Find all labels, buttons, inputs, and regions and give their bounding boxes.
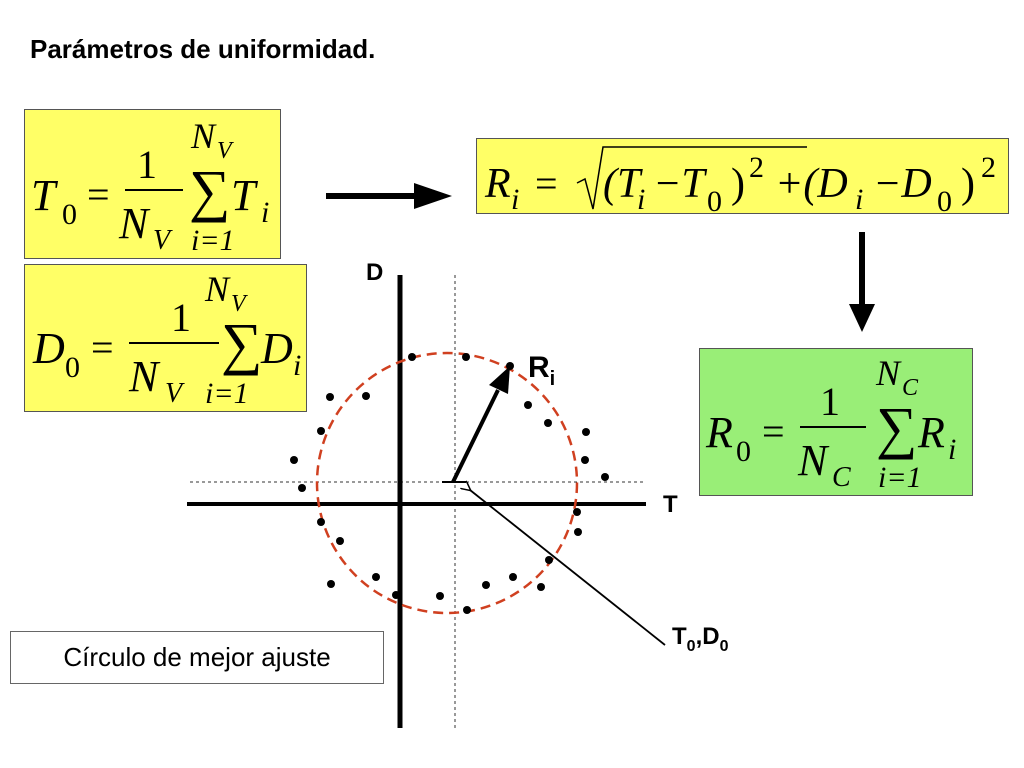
- center-label: T0,D0: [672, 623, 729, 655]
- data-point: [290, 456, 298, 464]
- r0-term-sub: i: [948, 433, 956, 466]
- data-point: [573, 508, 581, 516]
- ri-close2: ): [961, 161, 975, 207]
- d0-sum-bot: i=1: [205, 377, 249, 410]
- data-point: [509, 573, 517, 581]
- ri-lhs-sub: i: [511, 183, 519, 214]
- ri-minus1: −T: [653, 161, 707, 207]
- d0-lhs: D: [32, 324, 65, 373]
- t0-sum-top: N: [190, 116, 217, 156]
- data-point: [336, 537, 344, 545]
- ri-pow1: 2: [749, 151, 764, 184]
- t0-eq: =: [87, 172, 110, 217]
- t0-den-sub: V: [153, 225, 173, 256]
- data-point: [436, 592, 444, 600]
- r0-den: N: [797, 436, 830, 485]
- arrow-right-icon: [326, 183, 452, 209]
- data-point: [463, 606, 471, 614]
- formula-r0: R 0 = 1 N C N C ∑ i=1 R i: [705, 353, 956, 494]
- data-point: [298, 484, 306, 492]
- r0-sum-sign: ∑: [876, 395, 917, 460]
- d0-lhs-sub: 0: [65, 351, 80, 384]
- caption-box: Círculo de mejor ajuste: [10, 631, 384, 684]
- d0-sum-top-sub: V: [231, 291, 248, 317]
- data-point: [362, 392, 370, 400]
- data-point: [372, 573, 380, 581]
- ri-lhs: R: [484, 161, 511, 207]
- data-point: [574, 528, 582, 536]
- data-point: [537, 583, 545, 591]
- ri-close1: ): [731, 161, 745, 207]
- data-point: [482, 581, 490, 589]
- radius-arrow-icon: [451, 366, 510, 483]
- r0-den-sub: C: [832, 462, 851, 493]
- d0-term: D: [260, 324, 293, 373]
- t0-lhs-sub: 0: [62, 198, 77, 231]
- data-point: [317, 518, 325, 526]
- d0-den-sub: V: [165, 378, 185, 409]
- t0-num: 1: [137, 142, 157, 187]
- r0-lhs-sub: 0: [736, 435, 751, 468]
- data-point: [524, 401, 532, 409]
- data-point: [545, 556, 553, 564]
- t0-sum-top-sub: V: [217, 138, 234, 164]
- data-point: [326, 393, 334, 401]
- t0-sum-bot: i=1: [191, 224, 235, 257]
- data-point: [601, 473, 609, 481]
- axis-t-label: T: [663, 491, 678, 518]
- arrow-down-icon: [849, 232, 875, 332]
- t0-sum-sign: ∑: [189, 158, 230, 223]
- data-points: [290, 353, 609, 614]
- r0-sum-top: N: [875, 353, 902, 393]
- data-point: [544, 419, 552, 427]
- radius-label: Ri: [528, 351, 555, 390]
- formula-ri: R i = (T i −T 0 ) 2 +(D i −D 0 ) 2: [484, 146, 996, 214]
- t0-term-sub: i: [261, 196, 269, 229]
- ri-open1: (T: [603, 161, 643, 207]
- axis-d-label: D: [366, 259, 383, 286]
- data-point: [462, 353, 470, 361]
- ri-minus2: −D: [873, 161, 932, 207]
- r0-sum-bot: i=1: [878, 461, 922, 494]
- page-title: Parámetros de uniformidad.: [30, 34, 376, 64]
- d0-sum-top: N: [204, 269, 231, 309]
- formula-t0: T 0 = 1 N V N V ∑ i=1 T i: [31, 116, 269, 257]
- r0-eq: =: [762, 409, 785, 454]
- formula-ri-box: R i = (T i −T 0 ) 2 +(D i −D 0 ) 2: [476, 138, 1009, 214]
- ri-plus: +(D: [775, 161, 848, 207]
- ri-sub-i1: i: [637, 183, 645, 214]
- formula-t0-box: T 0 = 1 N V N V ∑ i=1 T i: [24, 109, 281, 259]
- d0-eq: =: [91, 325, 114, 370]
- d0-sum-sign: ∑: [221, 311, 262, 376]
- r0-term: R: [917, 408, 945, 457]
- data-point: [408, 353, 416, 361]
- data-point: [581, 456, 589, 464]
- d0-term-sub: i: [293, 349, 301, 382]
- formula-d0-box: D 0 = 1 N V N V ∑ i=1 D i: [24, 264, 307, 412]
- ri-pow2: 2: [981, 151, 996, 184]
- r0-num: 1: [820, 379, 840, 424]
- data-point: [392, 591, 400, 599]
- data-point: [582, 428, 590, 436]
- t0-term: T: [231, 171, 259, 220]
- formula-d0: D 0 = 1 N V N V ∑ i=1 D i: [32, 269, 301, 410]
- t0-den: N: [118, 199, 151, 248]
- ri-sub-i2: i: [855, 183, 863, 214]
- ri-eq: =: [535, 161, 558, 206]
- ri-sub-02: 0: [937, 185, 952, 214]
- r0-sum-top-sub: C: [902, 375, 919, 401]
- t0-lhs: T: [31, 171, 59, 220]
- center-pointer-line: [470, 490, 666, 646]
- formula-r0-box: R 0 = 1 N C N C ∑ i=1 R i: [699, 348, 973, 496]
- d0-num: 1: [171, 295, 191, 340]
- data-point: [317, 427, 325, 435]
- d0-den: N: [128, 352, 161, 401]
- r0-lhs: R: [705, 408, 733, 457]
- data-point: [327, 580, 335, 588]
- best-fit-circle: [315, 351, 579, 615]
- ri-sub-01: 0: [707, 185, 722, 214]
- ri-sqrt: [576, 146, 807, 210]
